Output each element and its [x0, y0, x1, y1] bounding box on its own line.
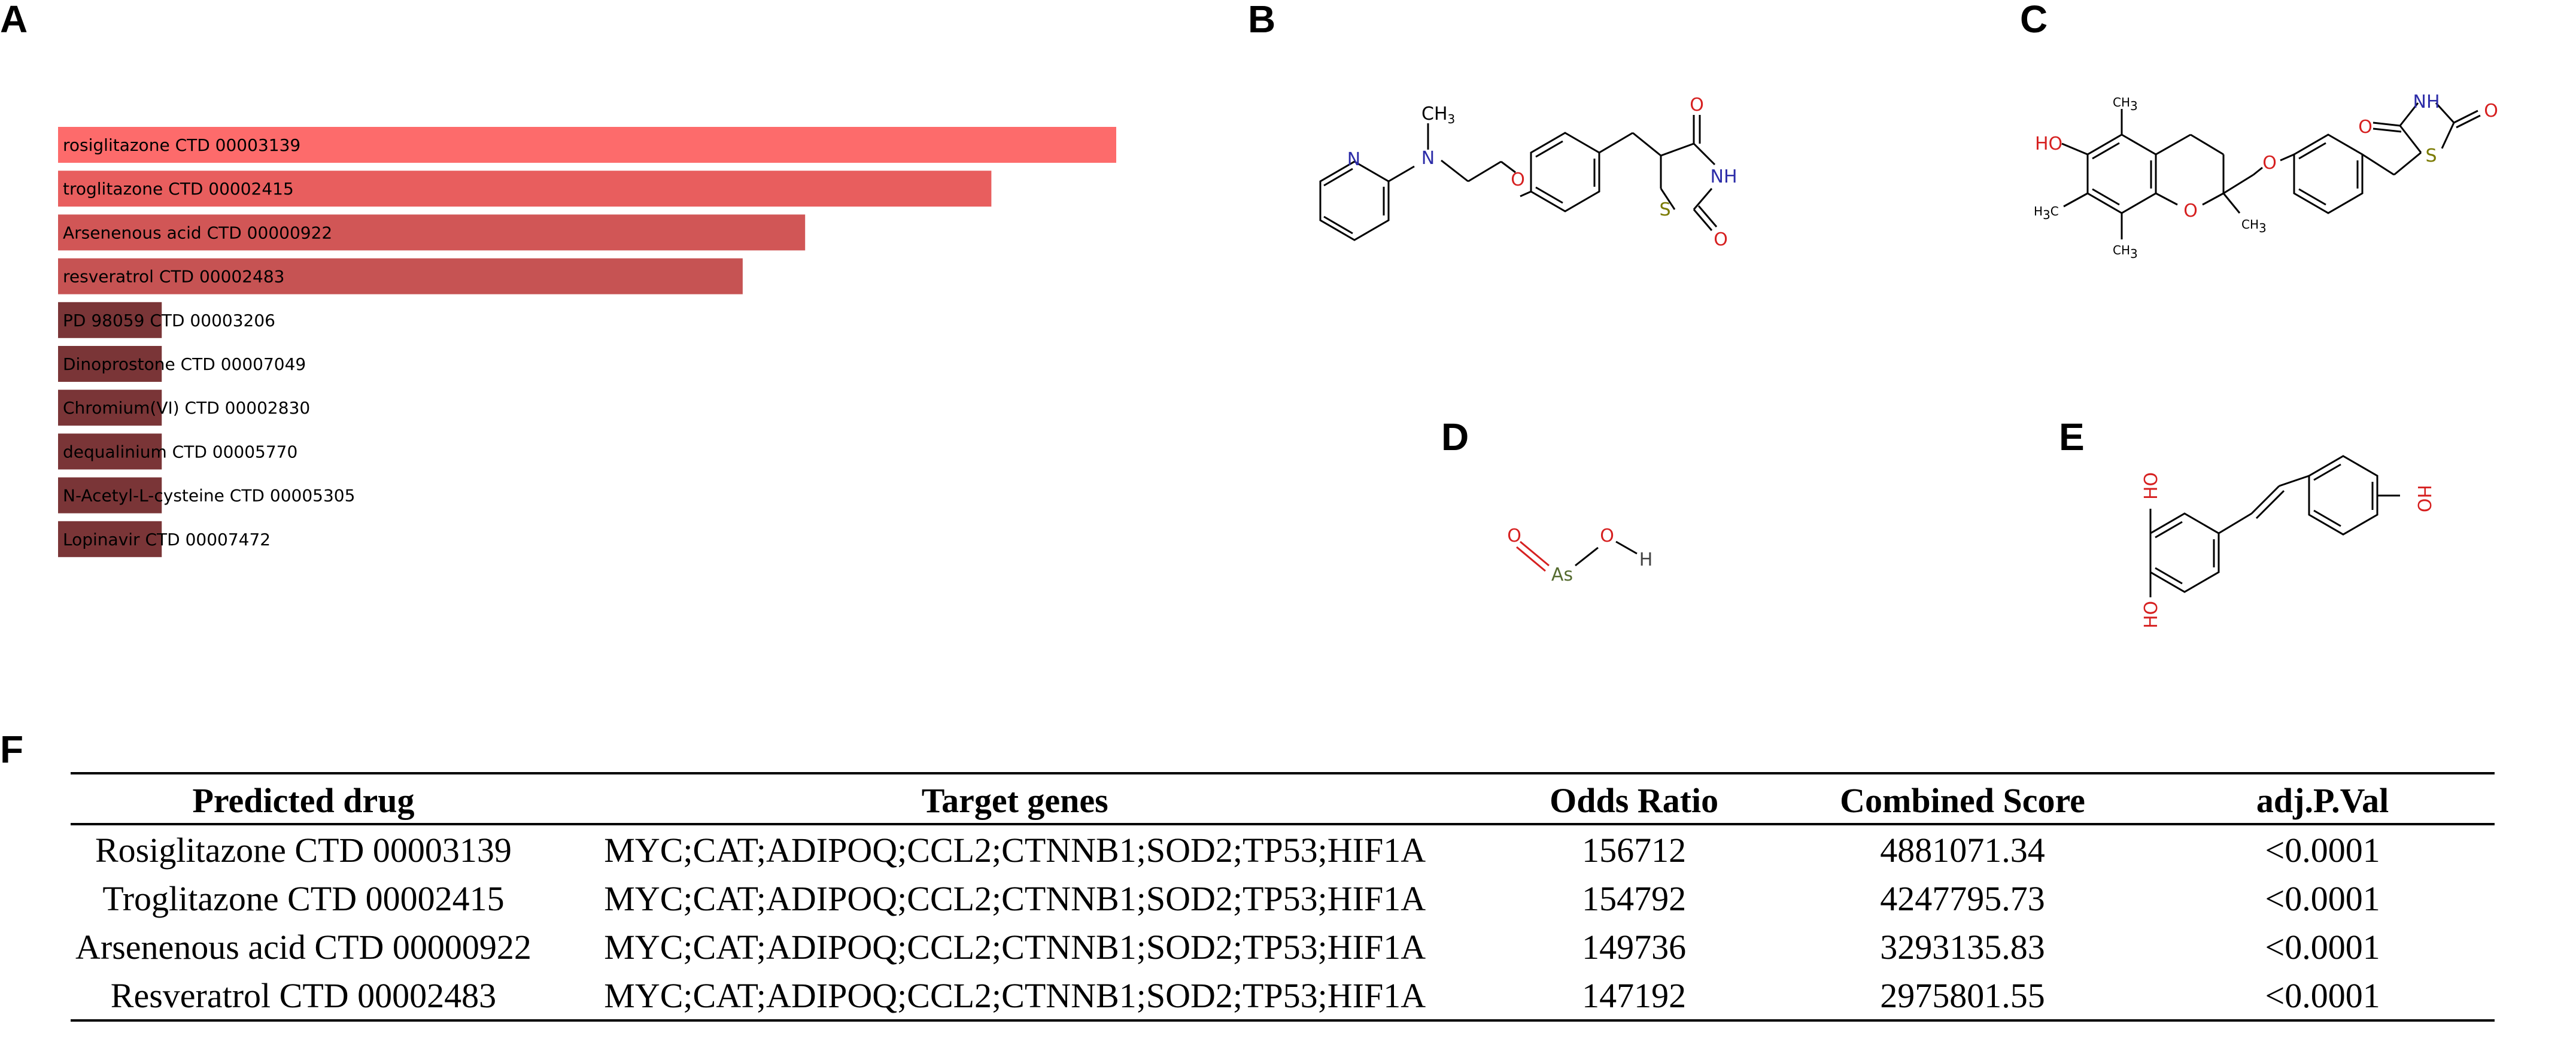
bar [58, 521, 162, 557]
cell-drug: Rosiglitazone CTD 00003139 [95, 831, 512, 870]
bar [58, 477, 162, 514]
atom-o-carbonyl-2: O [2484, 101, 2498, 121]
bar-label: Chromium(VI) CTD 00002830 [63, 398, 310, 418]
cell-odds: 147192 [1493, 971, 1775, 1022]
atom-o-ring: O [2183, 200, 2198, 221]
bar [58, 171, 992, 207]
bar-label: PD 98059 CTD 00003206 [63, 311, 275, 330]
cell-genes: MYC;CAT;ADIPOQ;CCL2;CTNNB1;SOD2;TP53;HIF… [604, 879, 1426, 918]
cell-genes: MYC;CAT;ADIPOQ;CCL2;CTNNB1;SOD2;TP53;HIF… [604, 928, 1426, 967]
atom-o-carbonyl-2: O [1714, 229, 1728, 250]
bar-label: troglitazone CTD 00002415 [63, 179, 294, 199]
table-header-row: Predicted drug Target genes Odds Ratio C… [71, 772, 2495, 825]
methyl-top: CH3 [2113, 95, 2138, 113]
atom-o-link: O [2262, 153, 2277, 174]
bar [58, 214, 806, 251]
atom-n-amine: N [1421, 148, 1435, 169]
cell-genes: MYC;CAT;ADIPOQ;CCL2;CTNNB1;SOD2;TP53;HIF… [536, 971, 1494, 1022]
cell-pval: <0.0001 [2150, 971, 2495, 1022]
bar-label: resveratrol CTD 00002483 [63, 267, 285, 287]
atom-as: As [1551, 564, 1573, 585]
panel-label-f: F [0, 728, 24, 771]
bar-label: Arsenenous acid CTD 00000922 [63, 223, 332, 242]
cell-score: 4881071.34 [1880, 831, 2045, 870]
header-target-genes: Target genes [536, 772, 1494, 825]
atom-methyl: CH3 [1421, 104, 1455, 126]
header-odds-ratio: Odds Ratio [1493, 772, 1775, 825]
bar-label: Dinoprostone CTD 00007049 [63, 354, 306, 374]
header-adj-p-val: adj.P.Val [2150, 772, 2495, 825]
bar-label: N-Acetyl-L-cysteine CTD 00005305 [63, 486, 355, 506]
arsenenous-acid-structure: O As O H [1507, 525, 1653, 585]
atom-o-ether: O [1511, 169, 1525, 190]
resveratrol-structure: HO HO HO [2141, 455, 2434, 628]
table-row: Rosiglitazone CTD 00003139 MYC;CAT;ADIPO… [71, 824, 2495, 874]
atom-oh-2: HO [2141, 601, 2162, 628]
bar [58, 390, 162, 426]
cell-pval: <0.0001 [2265, 928, 2380, 967]
table-row: Resveratrol CTD 00002483 MYC;CAT;ADIPOQ;… [71, 971, 2495, 1022]
cell-score: 2975801.55 [1774, 971, 2151, 1022]
bar [58, 346, 162, 382]
panel-label-d: D [1441, 415, 1469, 458]
cell-drug: Arsenenous acid CTD 00000922 [75, 928, 531, 967]
cell-score: 4247795.73 [1880, 879, 2045, 918]
bar-label: rosiglitazone CTD 00003139 [63, 135, 300, 155]
atom-n-pyridine: N [1347, 149, 1360, 170]
bar-label: dequalinium CTD 00005770 [63, 442, 297, 461]
results-table: Predicted drug Target genes Odds Ratio C… [71, 772, 2495, 1022]
methyl-bottom: CH3 [2113, 243, 2138, 261]
atom-s: S [2425, 145, 2437, 166]
bar-chart: rosiglitazone CTD 00003139 troglitazone C… [58, 127, 1116, 557]
rosiglitazone-structure: N N CH3 O S NH O O [1319, 95, 1737, 250]
cell-genes: MYC;CAT;ADIPOQ;CCL2;CTNNB1;SOD2;TP53;HIF… [604, 831, 1426, 870]
cell-drug: Resveratrol CTD 00002483 [71, 971, 536, 1022]
atom-oh-3: HO [2413, 485, 2434, 512]
results-table-container: Predicted drug Target genes Odds Ratio C… [71, 772, 2495, 1022]
header-combined-score: Combined Score [1774, 772, 2151, 825]
panel-label-c: C [2020, 0, 2048, 41]
troglitazone-structure: HO O O S NH O O CH3 H3C CH3 CH3 [2034, 92, 2498, 261]
methyl-ring: CH3 [2241, 217, 2267, 235]
table-row: Troglitazone CTD 00002415 MYC;CAT;ADIPOQ… [71, 874, 2495, 922]
atom-o-2: O [1600, 525, 1614, 546]
header-predicted-drug: Predicted drug [71, 772, 536, 825]
atom-oh-1: HO [2141, 472, 2162, 500]
atom-s: S [1659, 199, 1670, 220]
methyl-left: H3C [2034, 204, 2059, 222]
atom-o-carbonyl-1: O [1690, 95, 1704, 116]
bar [58, 258, 743, 294]
cell-odds: 154792 [1582, 879, 1687, 918]
cell-pval: <0.0001 [2265, 879, 2380, 918]
cell-pval: <0.0001 [2265, 831, 2380, 870]
atom-h: H [1639, 549, 1653, 570]
cell-drug: Troglitazone CTD 00002415 [102, 879, 505, 918]
panel-label-a: A [0, 0, 28, 41]
panel-label-b: B [1248, 0, 1276, 41]
bar [58, 127, 1116, 163]
atom-ho: HO [2035, 133, 2062, 154]
bar [58, 433, 162, 470]
cell-odds: 156712 [1582, 831, 1687, 870]
atom-nh: NH [2413, 92, 2440, 113]
atom-o-carbonyl-1: O [2358, 117, 2373, 138]
bar-label: Lopinavir CTD 00007472 [63, 530, 271, 549]
atom-nh: NH [1711, 166, 1737, 187]
panel-label-e: E [2059, 415, 2085, 458]
cell-odds: 149736 [1582, 928, 1687, 967]
atom-o-1: O [1507, 525, 1521, 546]
cell-score: 3293135.83 [1880, 928, 2045, 967]
table-row: Arsenenous acid CTD 00000922 MYC;CAT;ADI… [71, 922, 2495, 971]
bar [58, 302, 162, 338]
